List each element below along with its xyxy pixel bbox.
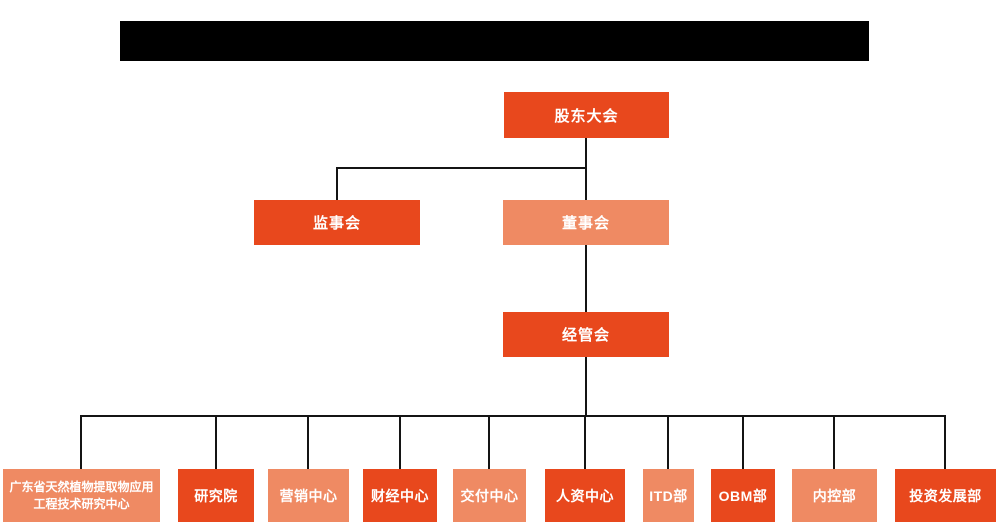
org-node-label: 人资中心 — [556, 487, 614, 504]
org-node-itd-dept: ITD部 — [643, 469, 694, 522]
org-node-label: 营销中心 — [279, 487, 338, 504]
org-node-label: 交付中心 — [460, 487, 519, 504]
org-node-research-center: 广东省天然植物提取物应用工程技术研究中心 — [3, 469, 160, 522]
connector-root-down — [585, 137, 587, 201]
org-node-label: 股东大会 — [554, 107, 619, 125]
org-node-delivery-center: 交付中心 — [453, 469, 526, 522]
org-node-label: 经管会 — [561, 327, 610, 344]
connector-drop-6 — [584, 415, 586, 470]
connector-drop-7 — [667, 415, 669, 470]
connector-drop-5 — [488, 415, 490, 470]
org-node-research-institute: 研究院 — [178, 469, 254, 522]
connector-board-to-management — [585, 244, 587, 313]
connector-bus-horizontal — [80, 415, 946, 417]
connector-management-to-bus — [585, 356, 587, 417]
redacted-title-bar — [120, 21, 869, 61]
org-node-label: 投资发展部 — [909, 487, 982, 504]
org-node-board-of-directors: 董事会 — [503, 200, 669, 245]
org-node-label: OBM部 — [718, 487, 768, 504]
connector-drop-2 — [215, 415, 217, 470]
org-node-label: 广东省天然植物提取物应用工程技术研究中心 — [9, 480, 154, 511]
connector-drop-3 — [307, 415, 309, 470]
org-node-supervisory-board: 监事会 — [254, 200, 420, 245]
connector-split-horizontal — [336, 167, 587, 169]
connector-drop-8 — [742, 415, 744, 470]
connector-supervisory-drop — [336, 167, 338, 201]
org-node-label: 董事会 — [561, 215, 610, 232]
org-node-label: 监事会 — [312, 215, 361, 232]
connector-drop-1 — [80, 415, 82, 470]
org-node-label: 研究院 — [194, 487, 238, 504]
org-node-label: ITD部 — [649, 487, 688, 504]
org-node-marketing-center: 营销中心 — [268, 469, 349, 522]
connector-drop-9 — [833, 415, 835, 470]
org-node-hr-center: 人资中心 — [545, 469, 625, 522]
org-node-internal-control-dept: 内控部 — [792, 469, 877, 522]
org-node-management-committee: 经管会 — [503, 312, 669, 357]
org-node-finance-center: 财经中心 — [363, 469, 437, 522]
org-node-label: 内控部 — [812, 487, 857, 504]
org-node-label: 财经中心 — [371, 487, 429, 504]
org-node-investment-development-dept: 投资发展部 — [895, 469, 996, 522]
connector-drop-4 — [399, 415, 401, 470]
org-node-shareholders-meeting: 股东大会 — [504, 92, 669, 138]
connector-drop-10 — [944, 415, 946, 470]
org-node-obm-dept: OBM部 — [711, 469, 775, 522]
